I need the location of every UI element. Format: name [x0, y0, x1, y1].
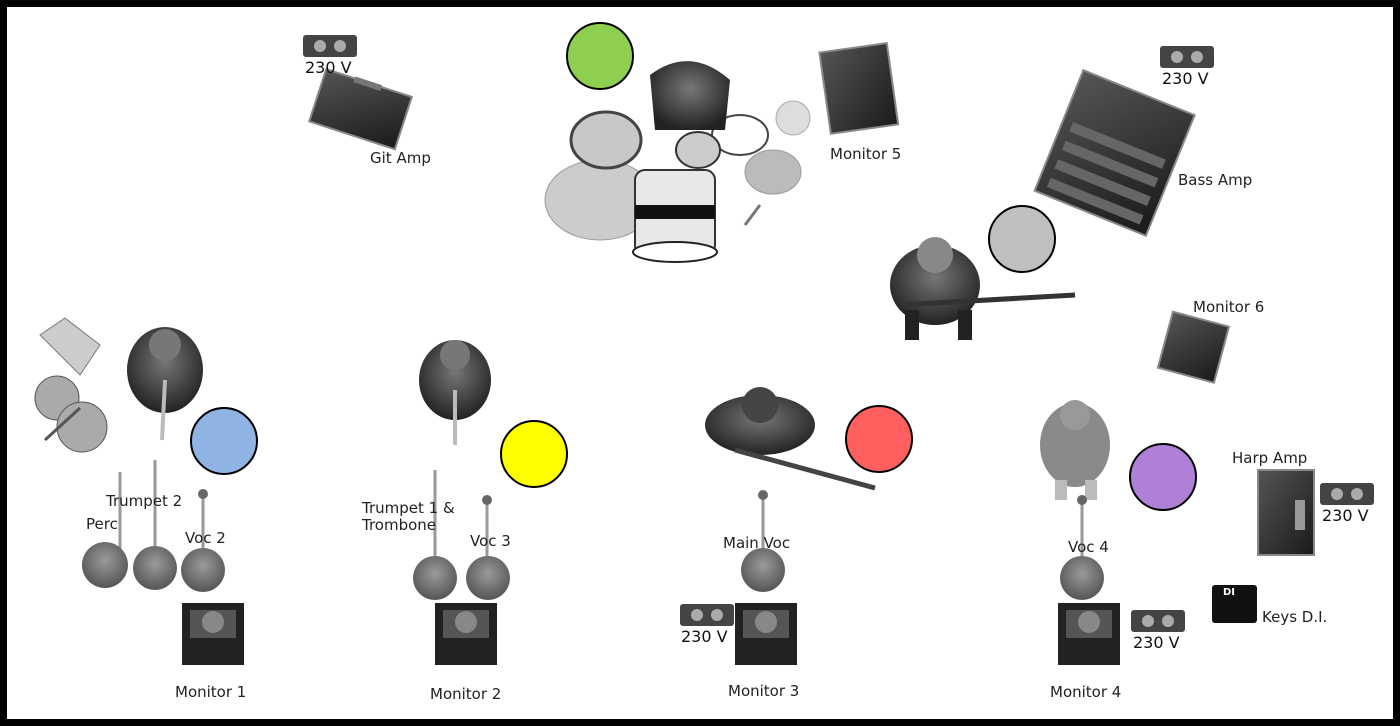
monitor-4-icon: [1058, 603, 1120, 665]
voc-4-label: Voc 4: [1068, 538, 1109, 556]
bass-position-dot: [988, 205, 1056, 273]
power-outlet-icon: [680, 604, 734, 626]
power-outlet-icon: [303, 35, 357, 57]
voc-2-label: Voc 2: [185, 529, 226, 547]
voc-3-label: Voc 3: [470, 532, 511, 550]
trumpet-1-position-dot: [500, 420, 568, 488]
monitor-6-label: Monitor 6: [1193, 298, 1265, 316]
bass-amp-label: Bass Amp: [1178, 171, 1253, 189]
mic-stand-icon: [1060, 495, 1104, 600]
trumpet-2-label: Trumpet 2: [106, 492, 183, 510]
monitor-2-icon: [435, 603, 497, 665]
monitor-4-label: Monitor 4: [1050, 683, 1122, 701]
power-outlet-icon: [1160, 46, 1214, 68]
percussion-icon: [34, 317, 108, 453]
git-amp-label: Git Amp: [370, 149, 431, 167]
power-label: 230 V: [1133, 633, 1180, 652]
mic-stand-icon: [133, 460, 177, 590]
git-amp-icon: [307, 67, 414, 151]
power-outlet-icon: [1131, 610, 1185, 632]
mic-stand-icon: [413, 470, 457, 600]
monitor-1-label: Monitor 1: [175, 683, 247, 701]
perc-label: Perc: [86, 515, 118, 533]
power-label: 230 V: [1322, 506, 1369, 525]
di-badge-label: DI: [1223, 587, 1236, 598]
mic-stand-icon: [82, 472, 128, 588]
monitor-6-icon: [1156, 310, 1231, 384]
main-voc-label: Main Voc: [723, 534, 791, 552]
trumpet-1-label-line2: Trombone: [362, 516, 437, 535]
main-voc-player-icon: [705, 387, 876, 491]
trumpet-1-label: Trumpet 1 & Trombone: [362, 499, 455, 535]
drum-kit-icon: [544, 61, 811, 263]
mic-stand-icon: [466, 495, 510, 600]
drummer-position-dot: [566, 22, 634, 90]
harp-amp-label: Harp Amp: [1232, 449, 1308, 467]
trumpet-1-label-line1: Trumpet 1 &: [362, 499, 455, 517]
monitor-2-label: Monitor 2: [430, 685, 502, 703]
monitor-3-label: Monitor 3: [728, 682, 800, 700]
keys-position-dot: [1129, 443, 1197, 511]
trumpet-2-player-icon: [127, 327, 203, 441]
keys-player-icon: [1040, 400, 1110, 500]
monitor-5-label: Monitor 5: [830, 145, 902, 163]
monitor-1-icon: [182, 603, 244, 665]
power-label: 230 V: [305, 58, 352, 77]
keys-di-label: Keys D.I.: [1262, 608, 1328, 626]
main-voc-position-dot: [845, 405, 913, 473]
power-outlet-icon: [1320, 483, 1374, 505]
mic-stand-icon: [181, 489, 225, 592]
monitor-5-icon: [818, 41, 900, 135]
power-label: 230 V: [1162, 69, 1209, 88]
trumpet-1-player-icon: [419, 340, 491, 445]
harp-amp-icon: [1257, 469, 1315, 556]
bass-amp-icon: [1033, 68, 1196, 237]
mic-stand-icon: [741, 490, 785, 592]
power-label: 230 V: [681, 627, 728, 646]
di-box-icon: [1212, 585, 1257, 623]
trumpet-2-position-dot: [190, 407, 258, 475]
bass-player-icon: [890, 237, 1076, 340]
monitor-3-icon: [735, 603, 797, 665]
